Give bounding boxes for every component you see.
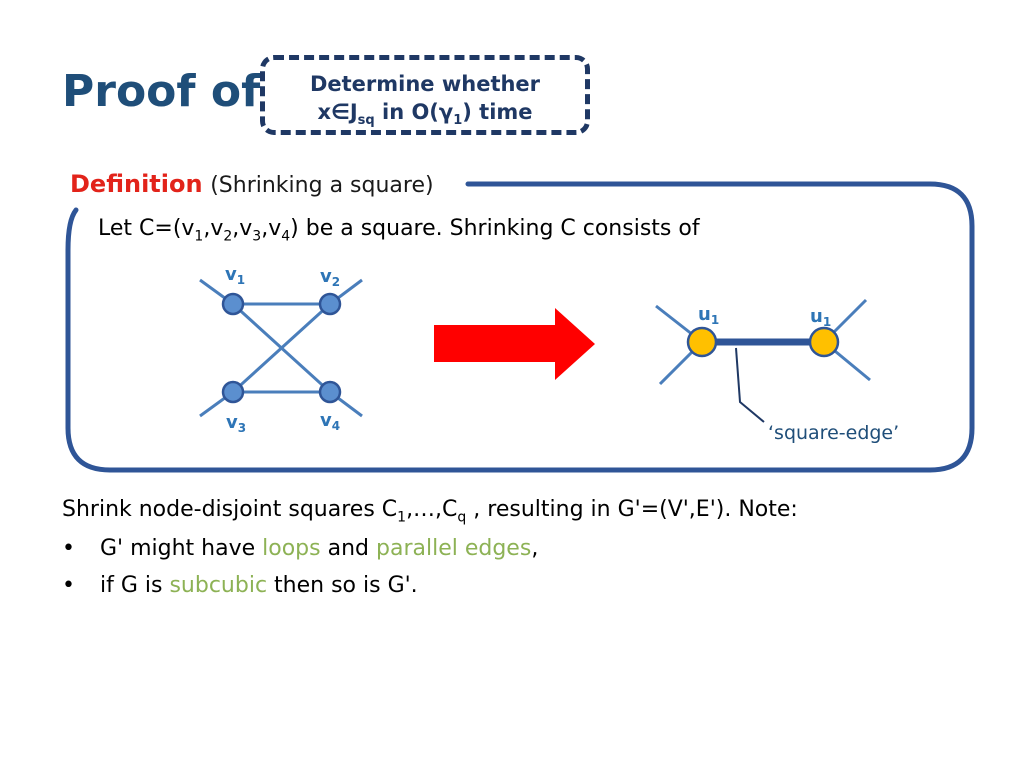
slide-title: Proof of (62, 66, 261, 117)
definition-name: (Shrinking a square) (210, 173, 434, 198)
node-v4 (318, 380, 342, 404)
callout-line1: Determine whether (309, 72, 541, 96)
callout-line2: x∈Jsq in O(γ1) time (317, 100, 533, 129)
bullet-marker: • (62, 536, 75, 561)
definition-box-frame (65, 181, 975, 473)
label-v4: v4 (320, 410, 340, 433)
label-v3: v3 (226, 412, 246, 435)
body-paragraph: Shrink node-disjoint squares C1,…,Cq , r… (62, 497, 798, 526)
bullet-marker: • (62, 573, 75, 598)
node-v1 (221, 292, 245, 316)
transform-arrow (434, 308, 595, 380)
label-v1: v1 (225, 264, 245, 287)
definition-label: Definition (70, 170, 203, 198)
square-nodes (221, 292, 342, 404)
definition-statement: Let C=(v1,v2,v3,v4) be a square. Shrinki… (98, 216, 700, 245)
definition-heading: Definition (Shrinking a square) (70, 170, 434, 198)
shrunk-nodes (686, 326, 840, 358)
term-parallel-edges: parallel edges (376, 536, 532, 561)
term-loops: loops (262, 536, 321, 561)
label-u1-right: u1 (810, 306, 831, 329)
term-subcubic: subcubic (169, 573, 268, 598)
node-v2 (318, 292, 342, 316)
node-v3 (221, 380, 245, 404)
node-u1-right (808, 326, 840, 358)
square-edge-label: ‘square-edge’ (768, 422, 899, 444)
label-v2: v2 (320, 266, 340, 289)
label-u1-left: u1 (698, 304, 719, 327)
node-u1-left (686, 326, 718, 358)
callout-box: Determine whether x∈Jsq in O(γ1) time (260, 55, 590, 135)
edge-label-pointer (735, 347, 765, 423)
